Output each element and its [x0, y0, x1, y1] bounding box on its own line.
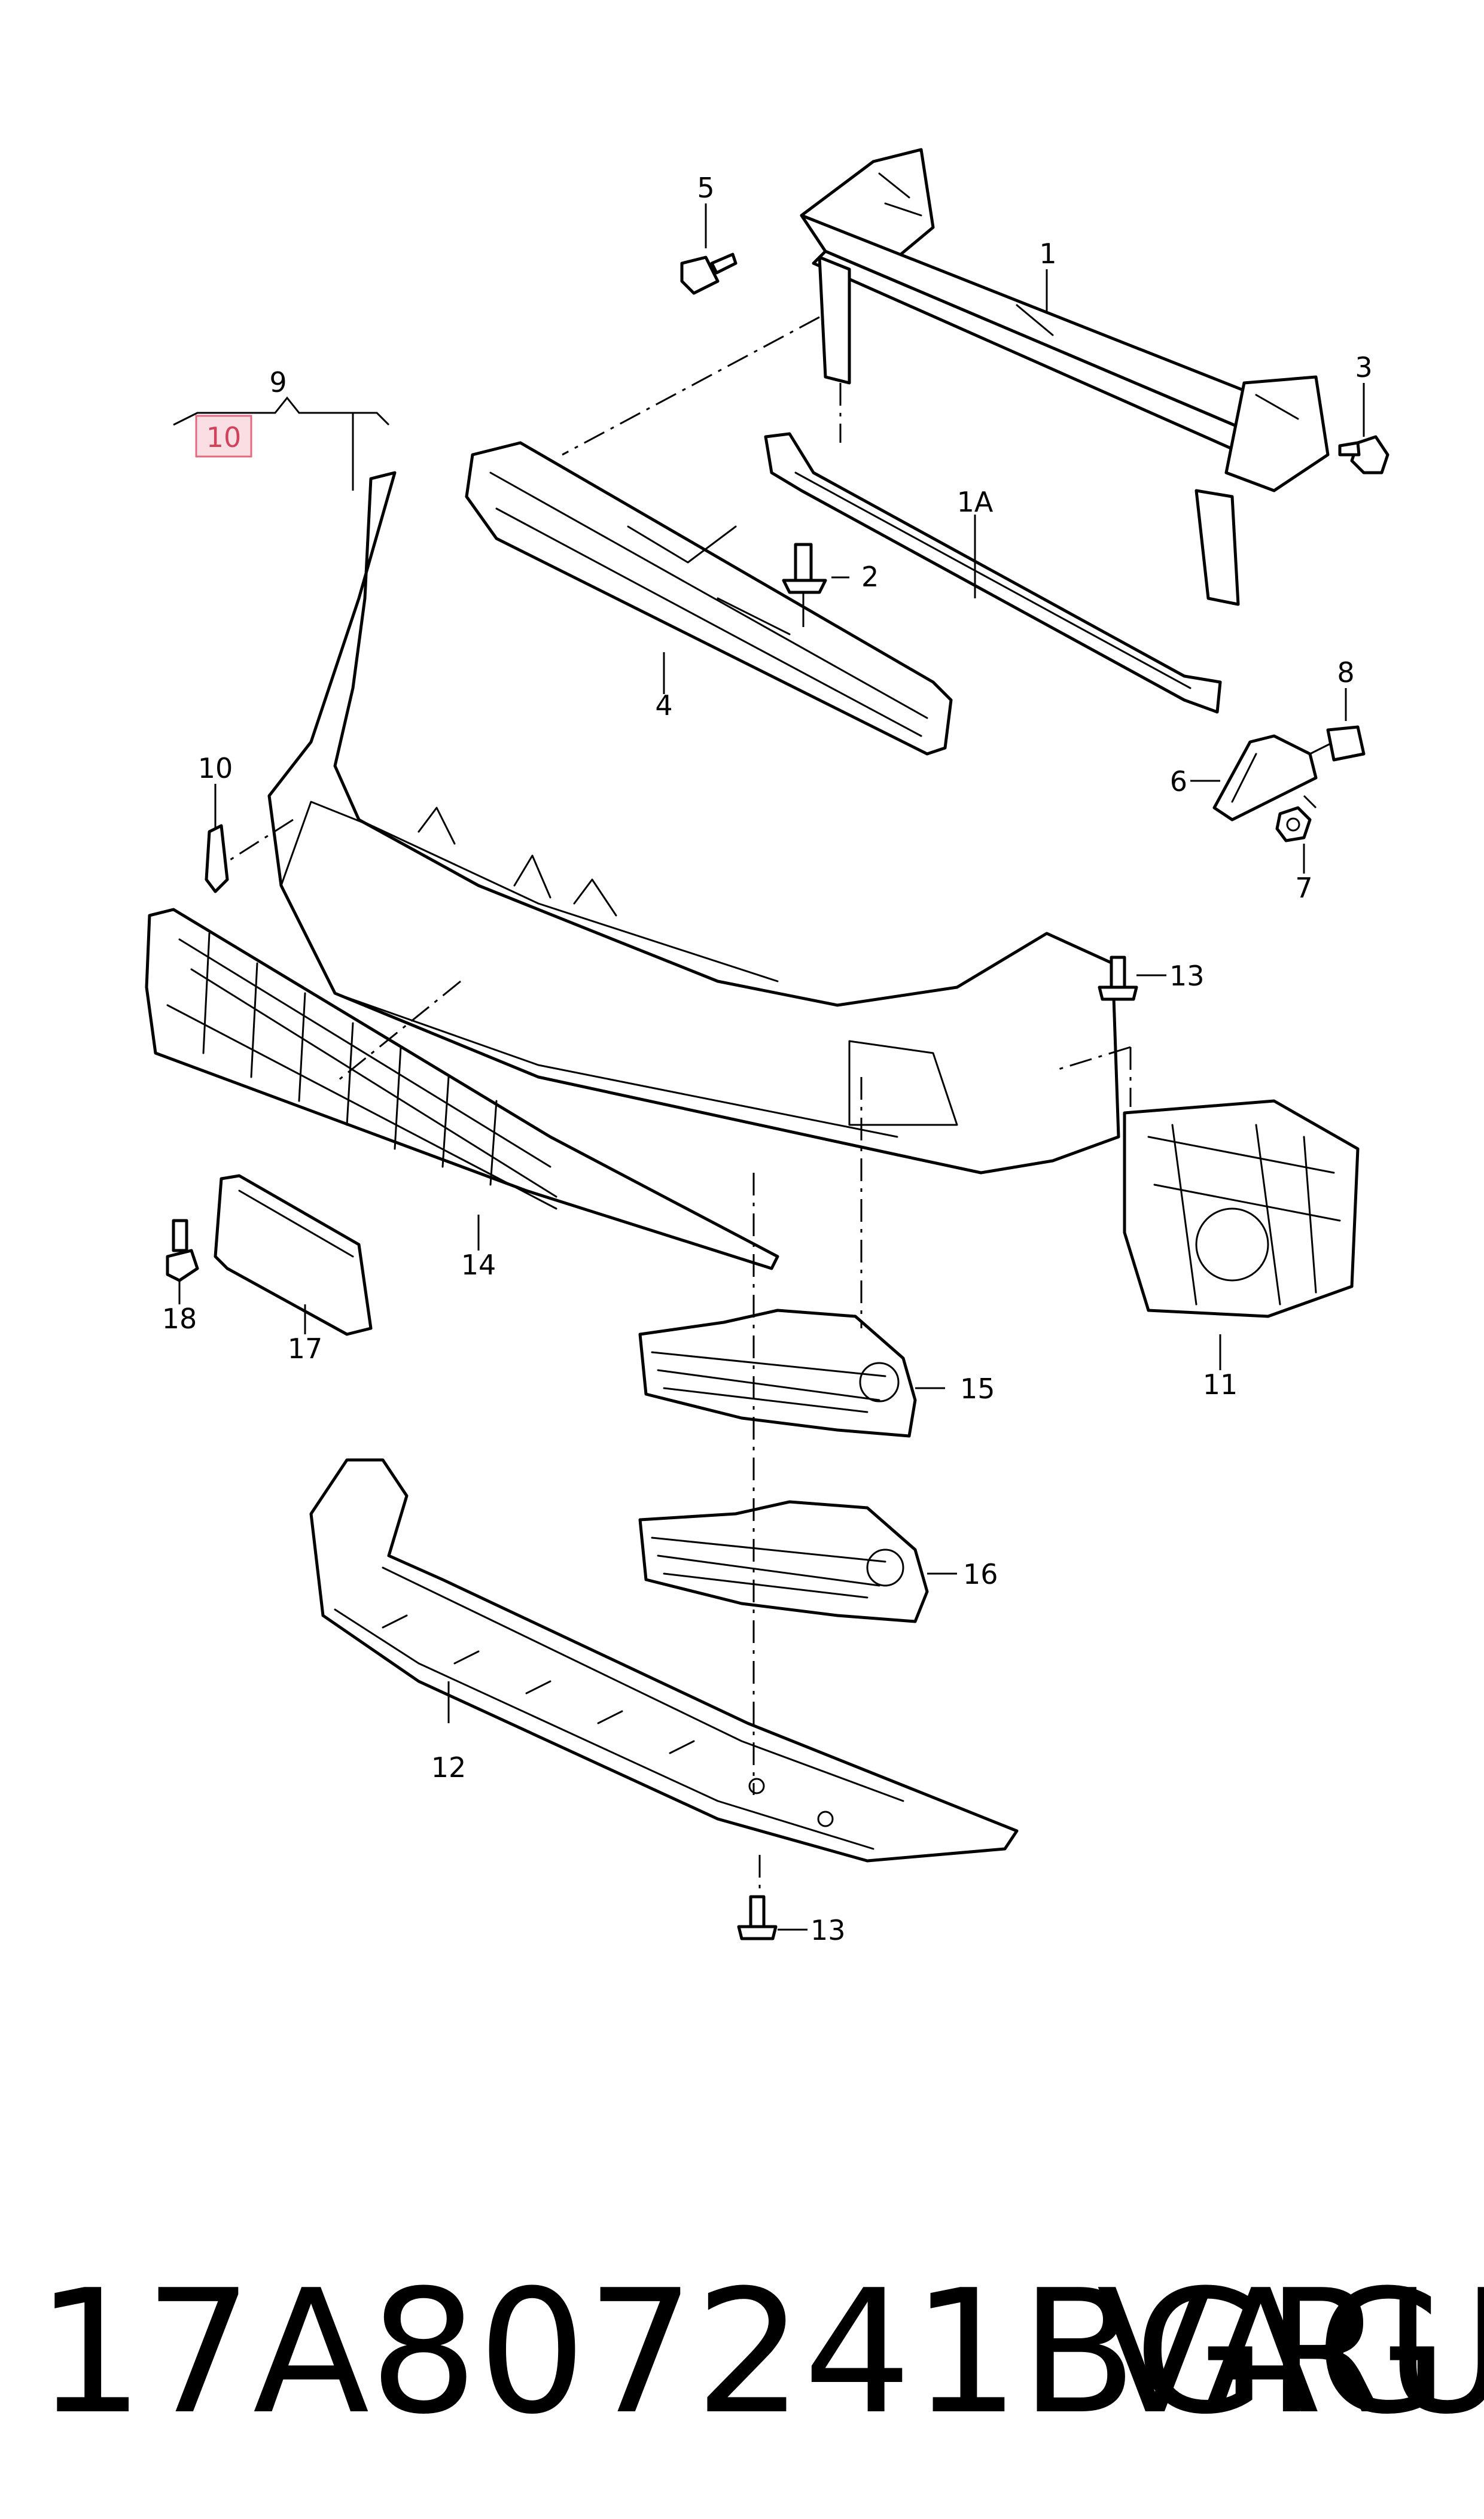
- part-11-housing-bracket[interactable]: [1123, 1099, 1360, 1318]
- callout-2: 2: [861, 561, 879, 593]
- callout-6: 6: [1170, 765, 1187, 798]
- callout-16: 16: [963, 1558, 998, 1590]
- part-2-push-rivet[interactable]: [782, 543, 827, 606]
- part-10-trim-bracket[interactable]: [205, 824, 229, 893]
- part-16-grille-insert[interactable]: [638, 1500, 929, 1623]
- part-1A-lower-strip[interactable]: [764, 432, 1222, 714]
- callout-3: 3: [1355, 351, 1372, 384]
- part-number: 17A807241BGRU: [36, 2253, 1484, 2452]
- callout-17: 17: [288, 1332, 323, 1365]
- callout-14: 14: [461, 1249, 496, 1281]
- part-12-underbody-spoiler[interactable]: [309, 1458, 1019, 1863]
- callout-13-upper: 13: [1169, 960, 1205, 992]
- callout-11: 11: [1203, 1368, 1238, 1401]
- part-9-bumper-cover[interactable]: [267, 471, 1120, 1175]
- assembly-lines: [227, 316, 1334, 1894]
- callout-5: 5: [697, 172, 714, 204]
- callout-10: 10: [198, 752, 233, 784]
- exploded-parts-diagram: 1 1A 2 3 4 5 6 7 8 9 10 10 11 12 13 13 1…: [145, 148, 1389, 1946]
- part-7-nut[interactable]: [1275, 806, 1312, 842]
- part-4-impact-absorber[interactable]: [465, 441, 953, 756]
- part-18-clip[interactable]: [166, 1219, 199, 1282]
- part-14-lower-grille[interactable]: [145, 908, 779, 1270]
- part-6-bracket[interactable]: [1212, 734, 1318, 822]
- callout-1: 1: [1039, 238, 1056, 270]
- part-3-screw[interactable]: [1338, 435, 1389, 474]
- callout-4: 4: [655, 689, 672, 722]
- callout-10-highlight-label: 10: [206, 421, 242, 454]
- callout-10-highlighted[interactable]: 10: [195, 415, 252, 458]
- callout-7: 7: [1295, 872, 1312, 904]
- callout-15: 15: [960, 1373, 995, 1405]
- callout-12: 12: [431, 1751, 467, 1784]
- brand-name: VAG: [1096, 2253, 1448, 2452]
- callout-9: 9: [269, 366, 287, 398]
- part-13-screw-lower[interactable]: [737, 1895, 778, 1940]
- callout-1A: 1A: [957, 486, 994, 518]
- footer: 17A807241BGRU VAG: [0, 2250, 1484, 2501]
- leader-lines: [173, 203, 1365, 1931]
- part-1-bumper-reinforcement[interactable]: [800, 148, 1330, 606]
- part-8-clip[interactable]: [1326, 725, 1366, 762]
- part-15-grille-insert[interactable]: [638, 1309, 917, 1438]
- callout-8: 8: [1337, 656, 1354, 689]
- part-5-screw[interactable]: [680, 252, 738, 295]
- part-17-license-plate-holder[interactable]: [214, 1174, 373, 1336]
- part-13-screw-upper[interactable]: [1098, 956, 1138, 1001]
- callout-13-lower: 13: [810, 1914, 846, 1946]
- callout-18: 18: [162, 1303, 197, 1335]
